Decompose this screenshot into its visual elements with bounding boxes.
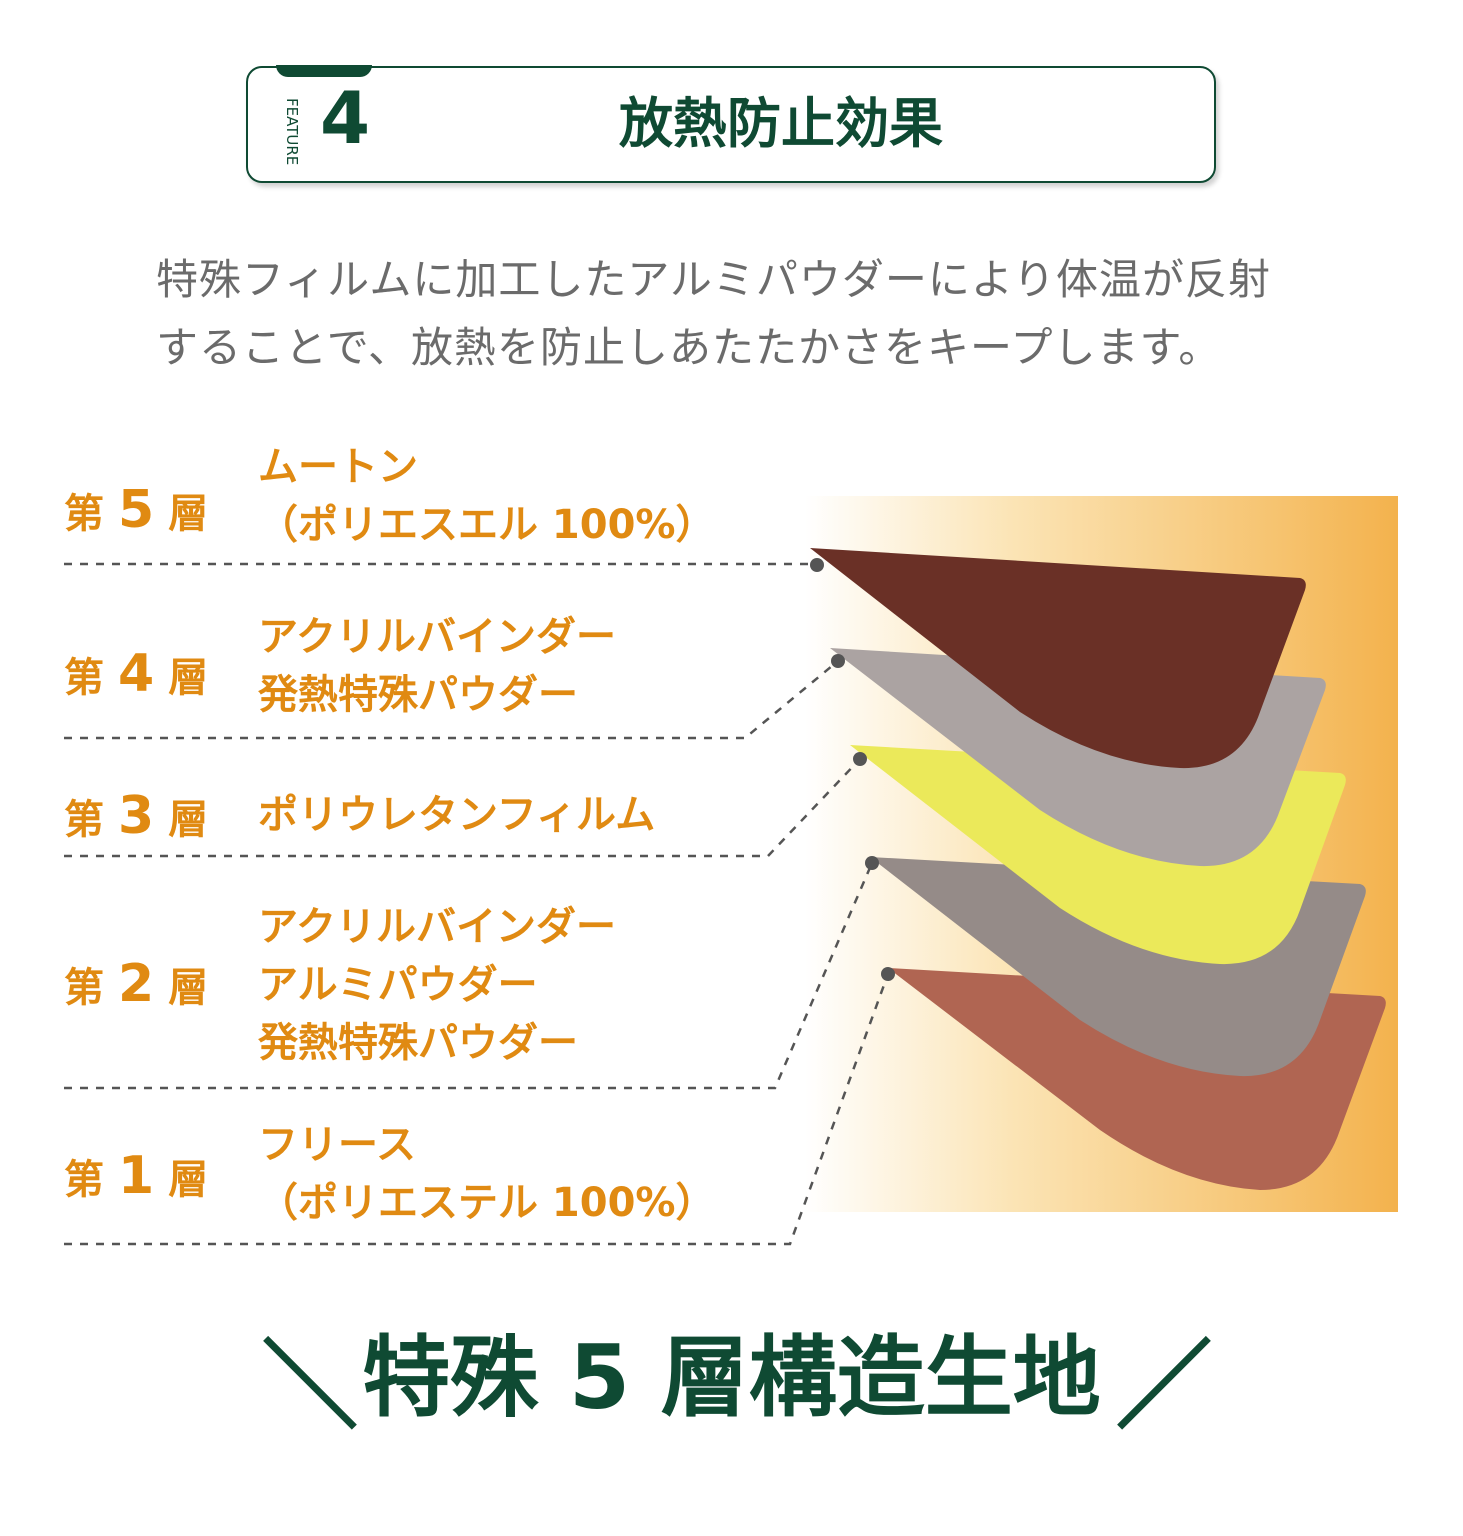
layer-2-prefix: 第 [64, 965, 104, 1011]
leader-dot-3 [853, 752, 867, 766]
layer-2-number: 2 [118, 954, 155, 1014]
layer-5-description: ムートン （ポリエスエル 100%） [258, 438, 716, 554]
layer-1-line-1: フリース [258, 1122, 416, 1168]
layer-5-shape [810, 548, 1306, 769]
leader-line-2 [64, 862, 874, 1090]
layer-1-description: フリース （ポリエステル 100%） [258, 1116, 716, 1232]
layer-2-suffix: 層 [168, 965, 209, 1011]
feature-label: FEATURE [283, 98, 301, 166]
layer-1-prefix: 第 [64, 1157, 104, 1203]
layer-4-line-2: 発熱特殊パウダー [258, 672, 578, 718]
layer-3-prefix: 第 [64, 797, 104, 843]
layer-5-suffix: 層 [168, 491, 209, 537]
feature-header: FEATURE 4 放熱防止効果 [246, 65, 1216, 183]
feature-tab [276, 65, 372, 77]
layer-4-prefix: 第 [64, 655, 104, 701]
right-slash: ／ [1116, 1330, 1212, 1442]
leader-dot-1 [881, 967, 895, 981]
layer-5-number: 5 [118, 480, 155, 540]
layer-4-number: 4 [118, 644, 155, 704]
layer-1-number: 1 [118, 1146, 155, 1206]
description-line-2: することで、放熱を防止しあたたかさをキープします。 [156, 323, 1222, 372]
leader-line-3 [64, 758, 861, 858]
feature-title: 放熱防止効果 [619, 92, 943, 155]
leader-line-4 [64, 660, 839, 740]
layer-2-line-1: アクリルバインダー [258, 904, 616, 950]
left-slash: ＼ [262, 1330, 358, 1442]
layer-4-suffix: 層 [168, 655, 209, 701]
layer-1-suffix: 層 [168, 1157, 209, 1203]
description: 特殊フィルムに加工したアルミパウダーにより体温が反射 することで、放熱を防止しあ… [156, 246, 1356, 382]
leader-dot-4 [831, 654, 845, 668]
layer-2-description: アクリルバインダー アルミパウダー 発熱特殊パウダー [258, 898, 616, 1072]
layer-3-number: 3 [118, 786, 155, 846]
layer-1-line-2: （ポリエステル 100%） [258, 1180, 716, 1226]
layer-3-line-1: ポリウレタンフィルム [258, 792, 656, 838]
feature-number: 4 [320, 76, 371, 160]
layer-4-line-1: アクリルバインダー [258, 614, 616, 660]
description-line-1: 特殊フィルムに加工したアルミパウダーにより体温が反射 [156, 255, 1272, 304]
leader-line-1 [64, 973, 890, 1246]
leader-dot-2 [865, 856, 879, 870]
layer-5-line-2: （ポリエスエル 100%） [258, 502, 716, 548]
layer-5-prefix: 第 [64, 491, 104, 537]
layer-3-description: ポリウレタンフィルム [258, 786, 655, 844]
layer-2-line-3: 発熱特殊パウダー [258, 1020, 578, 1066]
leader-dot-5 [810, 558, 824, 572]
layer-2-line-2: アルミパウダー [258, 962, 538, 1008]
layer-5-line-1: ムートン [258, 444, 418, 490]
layer-4-description: アクリルバインダー 発熱特殊パウダー [258, 608, 616, 724]
layer-3-suffix: 層 [168, 797, 209, 843]
structure-title: 特殊 5 層構造生地 [362, 1326, 1101, 1429]
